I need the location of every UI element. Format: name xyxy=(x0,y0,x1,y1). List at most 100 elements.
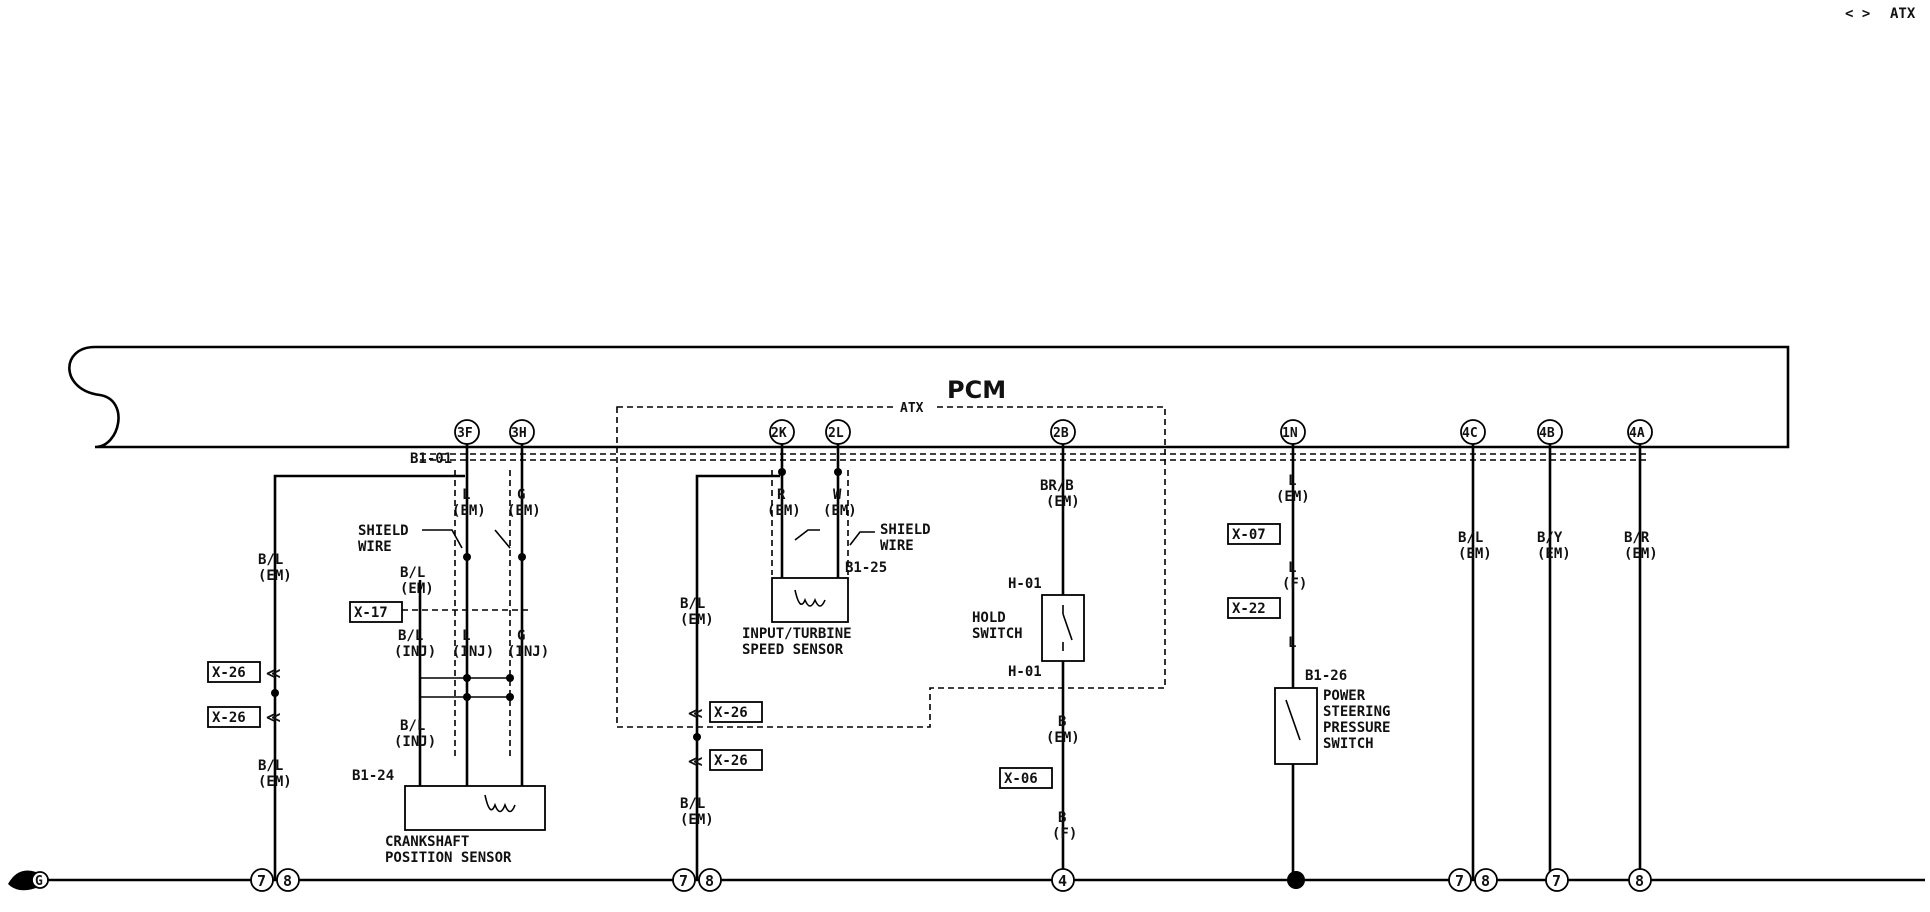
ground-7-4b: 7 xyxy=(1545,868,1569,892)
svg-text:(EM): (EM) xyxy=(680,812,714,828)
ps-label-1: POWER xyxy=(1323,688,1366,704)
svg-text:L: L xyxy=(462,487,470,503)
wire-bl-left-em: (EM) xyxy=(258,568,292,584)
connector-b1-25: B1-25 xyxy=(845,560,887,576)
connector-b1-26: B1-26 xyxy=(1305,668,1347,684)
connector-chevron: ≪ xyxy=(688,754,703,770)
shield-cross xyxy=(420,677,510,698)
svg-text:7: 7 xyxy=(257,872,266,890)
ground-7-4c: 7 xyxy=(1448,868,1472,892)
pin-4c: 4C xyxy=(1460,419,1486,445)
splice-dot xyxy=(518,553,526,561)
svg-text:X-07: X-07 xyxy=(1232,527,1266,543)
svg-text:(EM): (EM) xyxy=(452,503,486,519)
ground-7-left: 7 xyxy=(250,868,274,892)
svg-text:(EM): (EM) xyxy=(1458,546,1492,562)
svg-text:B: B xyxy=(1058,810,1066,826)
nav-arrows[interactable]: < > xyxy=(1845,6,1870,22)
svg-text:R: R xyxy=(777,487,786,503)
ground-8-left: 8 xyxy=(276,868,300,892)
svg-text:7: 7 xyxy=(1455,872,1464,890)
connector-x06 xyxy=(999,767,1053,789)
splice-dot xyxy=(463,553,471,561)
ground-4: 4 xyxy=(1051,868,1075,892)
svg-text:X-22: X-22 xyxy=(1232,601,1266,617)
svg-text:4A: 4A xyxy=(1629,426,1645,441)
connector-h01-top: H-01 xyxy=(1008,576,1042,592)
hold-switch-label-2: SWITCH xyxy=(972,626,1023,642)
svg-text:1N: 1N xyxy=(1282,426,1298,441)
pcm-label: PCM xyxy=(947,376,1006,404)
connector-chevron: ≪ xyxy=(688,706,703,722)
svg-text:(EM): (EM) xyxy=(767,503,801,519)
svg-text:L: L xyxy=(1288,635,1296,651)
svg-text:X-17: X-17 xyxy=(354,605,388,621)
wire-bl-middle xyxy=(695,474,780,880)
page-title: ATX xyxy=(1890,6,1916,22)
pin-1n: 1N xyxy=(1280,419,1306,445)
svg-text:8: 8 xyxy=(283,872,292,890)
connector-x22 xyxy=(1227,597,1281,619)
svg-text:(INJ): (INJ) xyxy=(452,644,494,660)
connector-x26-mid-a xyxy=(709,701,763,723)
svg-text:8: 8 xyxy=(705,872,714,890)
svg-text:(EM): (EM) xyxy=(507,503,541,519)
svg-text:B/L: B/L xyxy=(400,565,425,581)
pin-4b: 4B xyxy=(1537,419,1563,445)
svg-text:2L: 2L xyxy=(828,426,844,441)
svg-text:4C: 4C xyxy=(1462,426,1478,441)
svg-text:(F): (F) xyxy=(1052,826,1077,842)
atx-boundary xyxy=(616,406,1166,728)
shield-leader xyxy=(794,529,820,541)
ps-switch-box xyxy=(1274,687,1318,765)
svg-text:X-26: X-26 xyxy=(212,710,246,726)
svg-text:(EM): (EM) xyxy=(1537,546,1571,562)
svg-text:B/Y: B/Y xyxy=(1537,530,1563,546)
pin-2k: 2K xyxy=(769,419,795,445)
svg-text:WIRE: WIRE xyxy=(358,539,392,555)
atx-boundary-label: ATX xyxy=(900,401,924,416)
svg-text:G: G xyxy=(35,874,43,889)
svg-text:(EM): (EM) xyxy=(400,581,434,597)
svg-text:X-26: X-26 xyxy=(714,753,748,769)
crankshaft-label-2: POSITION SENSOR xyxy=(385,850,512,866)
svg-text:(INJ): (INJ) xyxy=(507,644,549,660)
connector-x07 xyxy=(1227,523,1281,545)
switch-contact xyxy=(1062,605,1073,651)
pcm-module-outline xyxy=(68,345,1790,449)
svg-text:(INJ): (INJ) xyxy=(394,734,436,750)
svg-text:8: 8 xyxy=(1635,872,1644,890)
svg-text:2B: 2B xyxy=(1053,426,1069,441)
shield-leader xyxy=(849,531,875,546)
connector-chevron: ≪ xyxy=(266,710,281,726)
hold-switch-label-1: HOLD xyxy=(972,610,1006,626)
svg-text:(EM): (EM) xyxy=(1624,546,1658,562)
connector-x17 xyxy=(349,601,403,623)
svg-text:BR/B: BR/B xyxy=(1040,478,1074,494)
splice-dot xyxy=(778,468,786,476)
crankshaft-label-1: CRANKSHAFT xyxy=(385,834,469,850)
connector-x26-left-b xyxy=(207,706,261,728)
ground-7-middle: 7 xyxy=(672,868,696,892)
wire-bl-left-color: B/L xyxy=(258,552,283,568)
hold-switch-box xyxy=(1041,594,1085,662)
ground-8-middle: 8 xyxy=(698,868,722,892)
splice-dot xyxy=(693,733,701,741)
svg-text:L: L xyxy=(1288,473,1296,489)
svg-text:7: 7 xyxy=(1552,872,1561,890)
svg-text:X-06: X-06 xyxy=(1004,771,1038,787)
splice-dot xyxy=(271,689,279,697)
svg-text:3H: 3H xyxy=(511,426,527,441)
svg-text:8: 8 xyxy=(1481,872,1490,890)
svg-text:B/L: B/L xyxy=(1458,530,1483,546)
svg-text:4B: 4B xyxy=(1539,426,1555,441)
ps-label-3: PRESSURE xyxy=(1323,720,1390,736)
svg-text:(EM): (EM) xyxy=(680,612,714,628)
shield-leader xyxy=(494,529,511,549)
svg-text:(EM): (EM) xyxy=(823,503,857,519)
turbine-label-1: INPUT/TURBINE xyxy=(742,626,852,642)
ps-label-2: STEERING xyxy=(1323,704,1390,720)
switch-contact xyxy=(1285,699,1301,741)
connector-b1-01: B1-01 xyxy=(410,451,452,467)
connector-x26-left-a xyxy=(207,661,261,683)
